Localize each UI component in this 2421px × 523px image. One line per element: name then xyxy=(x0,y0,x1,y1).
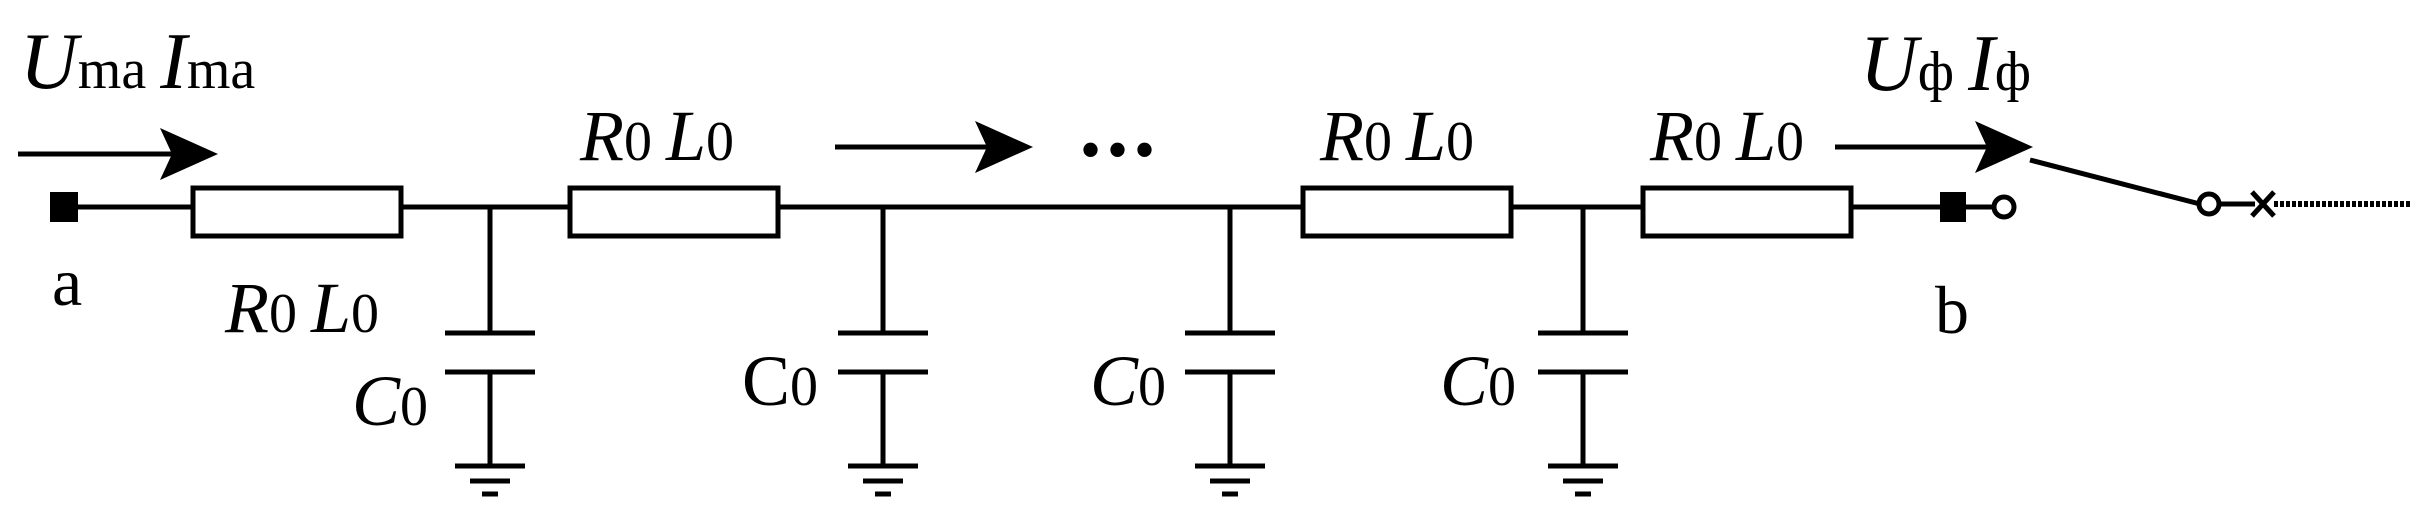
r0-l0-label-3: R0 L0 xyxy=(1319,96,1474,176)
resistor-4 xyxy=(1640,185,1854,239)
ellipsis-continuation: ••• xyxy=(1080,117,1161,183)
c0-label-1: C0 xyxy=(352,361,428,441)
r0-l0-label-2: R0 L0 xyxy=(579,96,734,176)
switch-blade xyxy=(2029,157,2201,207)
resistor-1 xyxy=(190,185,404,239)
r0-l0-label-1: R0 L0 xyxy=(224,268,379,348)
input-voltage-current-label: Uma Ima xyxy=(20,18,255,106)
output-voltage-current-label: Uф Iф xyxy=(1860,20,2031,108)
middle-direction-arrow xyxy=(835,121,1033,173)
node-a-label: a xyxy=(52,244,82,320)
resistor-3 xyxy=(1300,185,1514,239)
switch-contact-right xyxy=(2196,191,2222,217)
terminal-b xyxy=(1940,192,1966,222)
capacitor-branch-2 xyxy=(838,207,928,497)
capacitor-branch-4 xyxy=(1538,207,1628,497)
input-direction-arrow xyxy=(18,128,218,180)
capacitor-branch-1 xyxy=(445,207,535,497)
r0-l0-label-4: R0 L0 xyxy=(1649,96,1804,176)
switch-contact-left xyxy=(1991,194,2017,220)
terminal-a xyxy=(50,192,78,222)
c0-label-3: C0 xyxy=(1090,341,1166,421)
c0-label-4: C0 xyxy=(1440,341,1516,421)
fault-marker xyxy=(2250,190,2276,218)
node-b-label: b xyxy=(1935,272,1969,348)
capacitor-branch-3 xyxy=(1185,207,1275,497)
output-direction-arrow xyxy=(1835,121,2033,173)
resistor-2 xyxy=(567,185,781,239)
c0-label-2: C0 xyxy=(742,341,818,421)
